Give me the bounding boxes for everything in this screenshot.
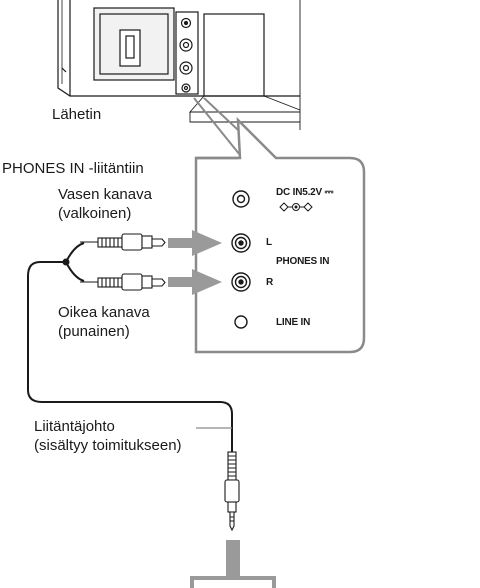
jack-panel xyxy=(194,116,366,354)
phones-in-panel-label: PHONES IN xyxy=(276,256,330,267)
mini-plug-icon xyxy=(224,451,240,532)
transmitter-device xyxy=(57,0,301,130)
bottom-target-indicator xyxy=(190,540,276,588)
cable-included-label: (sisältyy toimitukseen) xyxy=(34,437,182,454)
cable-label: Liitäntäjohto xyxy=(34,418,115,435)
panel-jacks xyxy=(231,190,251,329)
right-channel-color-label: (punainen) xyxy=(58,323,130,340)
connecting-cable xyxy=(27,242,233,452)
insert-arrows xyxy=(168,230,222,295)
line-in-jack xyxy=(234,315,248,329)
transmitter-jacks xyxy=(179,17,193,93)
rca-plug-right-icon xyxy=(80,273,166,291)
right-channel-label: Oikea kanava xyxy=(58,304,150,321)
phones-in-jack-label: PHONES IN -liitäntiin xyxy=(2,160,144,177)
left-channel-color-label: (valkoinen) xyxy=(58,205,132,222)
dc-in-label: DC IN5.2V ⎓ xyxy=(276,186,334,198)
arrow-right-channel-icon xyxy=(168,269,222,295)
r-mark: R xyxy=(266,277,274,288)
transmitter-label: Lähetin xyxy=(52,106,102,123)
left-channel-label: Vasen kanava xyxy=(58,186,152,203)
rca-plug-left-icon xyxy=(80,233,166,251)
arrow-left-channel-icon xyxy=(168,230,222,256)
l-mark: L xyxy=(266,237,272,248)
line-in-label: LINE IN xyxy=(276,317,311,328)
dc-symbol-icon: ⎓ xyxy=(324,186,334,198)
polarity-symbol-icon xyxy=(279,202,313,212)
